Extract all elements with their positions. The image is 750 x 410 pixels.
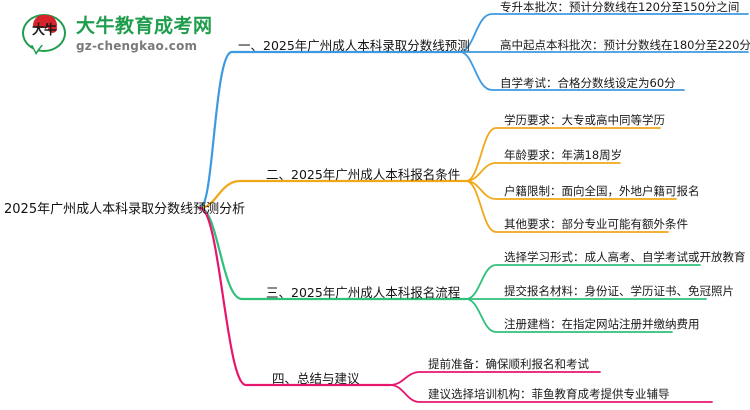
leaf-node-1-3[interactable]: 自学考试：合格分数线设定为60分 [500, 76, 676, 90]
leaf-node-2-2[interactable]: 年龄要求：年满18周岁 [504, 148, 623, 162]
logo-bubble-tail-inner [32, 44, 42, 52]
branch-node-1[interactable]: 一、2025年广州成人本科录取分数线预测 [238, 38, 470, 53]
logo-bubble-icon: 大牛 [22, 12, 68, 56]
logo-subtitle: gz-chengkao.com [76, 38, 198, 53]
leaf-node-1-1[interactable]: 专升本批次：预计分数线在120分至150分之间 [500, 0, 740, 14]
logo-mark-text: 大牛 [31, 23, 57, 38]
leaf-node-4-2[interactable]: 建议选择培训机构：菲鱼教育成考提供专业辅导 [428, 387, 670, 401]
branch-node-4[interactable]: 四、总结与建议 [272, 371, 360, 386]
leaf-node-2-1[interactable]: 学历要求：大专或高中同等学历 [504, 113, 665, 127]
leaf-node-4-1[interactable]: 提前准备：确保顺利报名和考试 [428, 357, 589, 371]
logo-text-block: 大牛教育成考网 gz-chengkao.com [76, 14, 213, 53]
leaf-node-1-2[interactable]: 高中起点本科批次：预计分数线在180分至220分之间 [500, 38, 750, 52]
leaf-node-2-4[interactable]: 其他要求：部分专业可能有额外条件 [504, 217, 688, 231]
leaf-node-3-1[interactable]: 选择学习形式：成人高考、自学考试或开放教育 [504, 250, 746, 264]
leaf-node-3-2[interactable]: 提交报名材料：身份证、学历证书、免冠照片 [504, 284, 734, 298]
leaf-node-2-3[interactable]: 户籍限制：面向全国，外地户籍可报名 [504, 184, 700, 198]
leaf-node-3-3[interactable]: 注册建档：在指定网站注册并缴纳费用 [504, 317, 700, 331]
branch-node-3[interactable]: 三、2025年广州成人本科报名流程 [266, 285, 461, 300]
mindmap-root-node[interactable]: 2025年广州成人本科录取分数线预测分析 [4, 202, 246, 217]
site-logo: 大牛 大牛教育成考网 gz-chengkao.com [22, 8, 232, 60]
branch-node-2[interactable]: 二、2025年广州成人本科报名条件 [266, 167, 461, 182]
logo-title: 大牛教育成考网 [76, 14, 213, 37]
logo-red-dot-icon [48, 24, 57, 33]
